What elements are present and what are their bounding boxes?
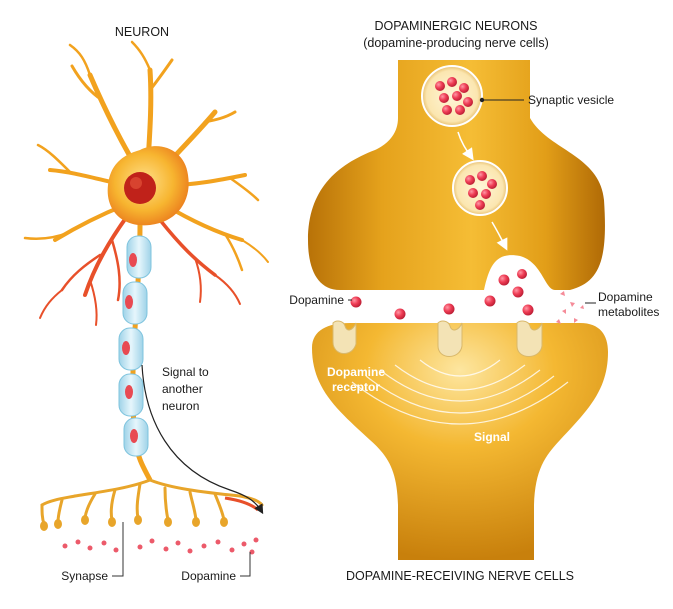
synaptic-vesicle-middle	[452, 160, 508, 216]
dopamine-label-right: Dopamine	[289, 293, 344, 307]
synaptic-vesicle-label: Synaptic vesicle	[528, 93, 614, 107]
vesicle-arrow-2	[491, 221, 508, 251]
signal-text-line-1: Signal to	[162, 365, 209, 379]
dopamine-label-left: Dopamine	[181, 569, 236, 583]
dendrites-lower	[39, 213, 241, 326]
synapse-label: Synapse	[61, 569, 108, 583]
axon-nodes	[122, 253, 138, 443]
neuron-title: NEURON	[115, 25, 169, 39]
signal-text-line-2: another	[162, 382, 203, 396]
dopaminergic-subtitle: (dopamine-producing nerve cells)	[363, 36, 549, 50]
signal-arrow	[141, 364, 264, 515]
dopaminergic-title: DOPAMINERGIC NEURONS	[375, 19, 538, 33]
synapse-leader	[112, 522, 124, 577]
myelin-sheath	[118, 235, 152, 457]
metabolites-label-line-2: metabolites	[598, 305, 659, 319]
signal-waves	[351, 359, 569, 425]
synaptic-vesicle-top	[421, 65, 483, 127]
synapse-illustration	[308, 60, 608, 560]
receptor-label-line-1: Dopamine	[327, 365, 385, 379]
dopamine-receptors	[332, 320, 543, 357]
cleft-dopamine	[350, 269, 534, 320]
released-dopamine-dots	[62, 537, 259, 555]
metabolites-label-line-1: Dopamine	[598, 290, 653, 304]
terminal-buttons	[40, 515, 228, 531]
signal-label: Signal	[474, 430, 510, 444]
neuron-illustration	[23, 40, 269, 577]
receptor-label-line-2: receptor	[332, 380, 380, 394]
axon-terminals	[40, 478, 264, 526]
postsynaptic-terminal	[312, 323, 608, 560]
signal-text-line-3: neuron	[162, 399, 199, 413]
dopamine-leader-left	[240, 552, 251, 577]
neuron-nucleus	[124, 172, 156, 204]
receiving-cells-title: DOPAMINE-RECEIVING NERVE CELLS	[346, 569, 574, 583]
vesicle-arrow-1	[457, 131, 474, 161]
dopamine-metabolite-pieces	[556, 291, 584, 324]
